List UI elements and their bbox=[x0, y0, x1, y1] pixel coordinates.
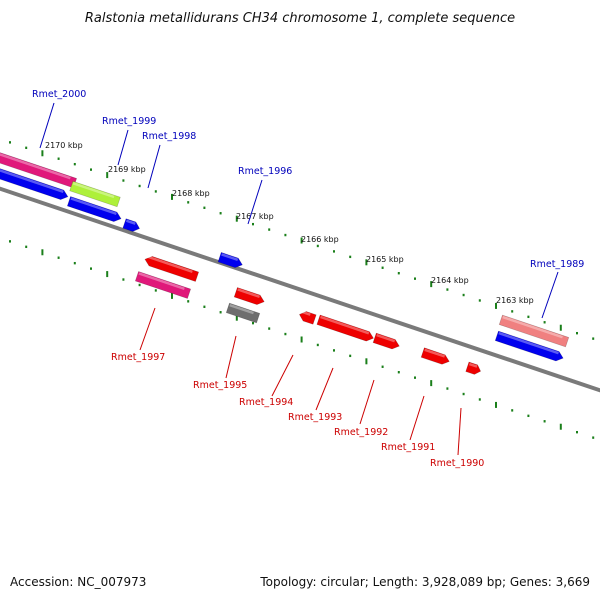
gene-label-reverse: Rmet_1995 bbox=[193, 380, 247, 391]
gene-rmet-1993 bbox=[298, 310, 317, 325]
leader-line bbox=[541, 271, 559, 319]
kbp-tick-label: 2168 kbp bbox=[172, 189, 210, 198]
kbp-tick-label: 2170 kbp bbox=[45, 141, 83, 150]
kbp-tick-label: 2165 kbp bbox=[366, 255, 404, 264]
topology-label: Topology: circular; Length: 3,928,089 bp… bbox=[259, 575, 590, 589]
leader-line bbox=[271, 354, 294, 397]
gene-rmet-1991 bbox=[420, 347, 450, 365]
kbp-tick-label: 2167 kbp bbox=[236, 212, 274, 221]
gene-label-reverse: Rmet_1990 bbox=[430, 458, 484, 469]
gene-rmet-1990 bbox=[465, 361, 482, 375]
gene-rmet-1995 bbox=[233, 287, 265, 305]
gene-label-forward: Rmet_1999 bbox=[102, 116, 156, 127]
gene-forward bbox=[494, 330, 564, 362]
leader-line bbox=[359, 379, 375, 425]
chromosome-backbone bbox=[0, 186, 600, 393]
leader-line bbox=[147, 144, 161, 189]
gene-label-forward: Rmet_1989 bbox=[530, 259, 584, 270]
gene-rmet-1997 bbox=[134, 271, 192, 299]
kbp-tick-label: 2163 kbp bbox=[496, 296, 534, 305]
gene-rmet-1999 bbox=[69, 180, 121, 208]
gene-forward bbox=[66, 196, 122, 222]
leader-line bbox=[39, 102, 55, 149]
kbp-scale: 2170 kbp 2169 kbp 2168 kbp 2167 kbp 2166 kbp… bbox=[45, 141, 534, 305]
leader-line bbox=[409, 395, 425, 441]
outer-tick-track bbox=[9, 141, 595, 340]
gene-reverse bbox=[144, 255, 200, 282]
accession-label: Accession: NC_007973 bbox=[10, 575, 146, 589]
leader-line bbox=[247, 179, 263, 225]
gene-labels: Rmet_2000Rmet_1999Rmet_1998Rmet_1996Rmet… bbox=[32, 89, 584, 469]
gene-label-reverse: Rmet_1994 bbox=[239, 397, 293, 408]
kbp-tick-label: 2169 kbp bbox=[108, 165, 146, 174]
gene-label-reverse: Rmet_1997 bbox=[111, 352, 165, 363]
gene-rmet-1996 bbox=[217, 252, 243, 268]
gene-forward bbox=[0, 166, 69, 200]
map-title: Ralstonia metallidurans CH34 chromosome … bbox=[85, 11, 515, 26]
gene-label-reverse: Rmet_1992 bbox=[334, 427, 388, 438]
gene-label-reverse: Rmet_1993 bbox=[288, 412, 342, 423]
gene-features bbox=[0, 147, 570, 375]
gene-reverse bbox=[372, 332, 400, 350]
gene-label-forward: Rmet_1996 bbox=[238, 166, 292, 177]
leader-line bbox=[457, 407, 462, 456]
gene-label-forward: Rmet_1998 bbox=[142, 131, 196, 142]
gene-label-reverse: Rmet_1991 bbox=[381, 442, 435, 453]
inner-tick-track bbox=[9, 240, 595, 439]
gene-rmet-1992 bbox=[316, 314, 374, 342]
gene-rmet-1998 bbox=[122, 218, 141, 232]
kbp-tick-label: 2164 kbp bbox=[431, 276, 469, 285]
gene-label-forward: Rmet_2000 bbox=[32, 89, 86, 100]
gene-rmet-1994 bbox=[225, 302, 261, 324]
leader-line bbox=[315, 367, 334, 411]
leader-line bbox=[225, 335, 237, 379]
leader-line bbox=[139, 307, 156, 351]
kbp-tick-label: 2166 kbp bbox=[301, 235, 339, 244]
gene-rmet-1989 bbox=[498, 314, 570, 348]
leader-line bbox=[117, 129, 129, 166]
